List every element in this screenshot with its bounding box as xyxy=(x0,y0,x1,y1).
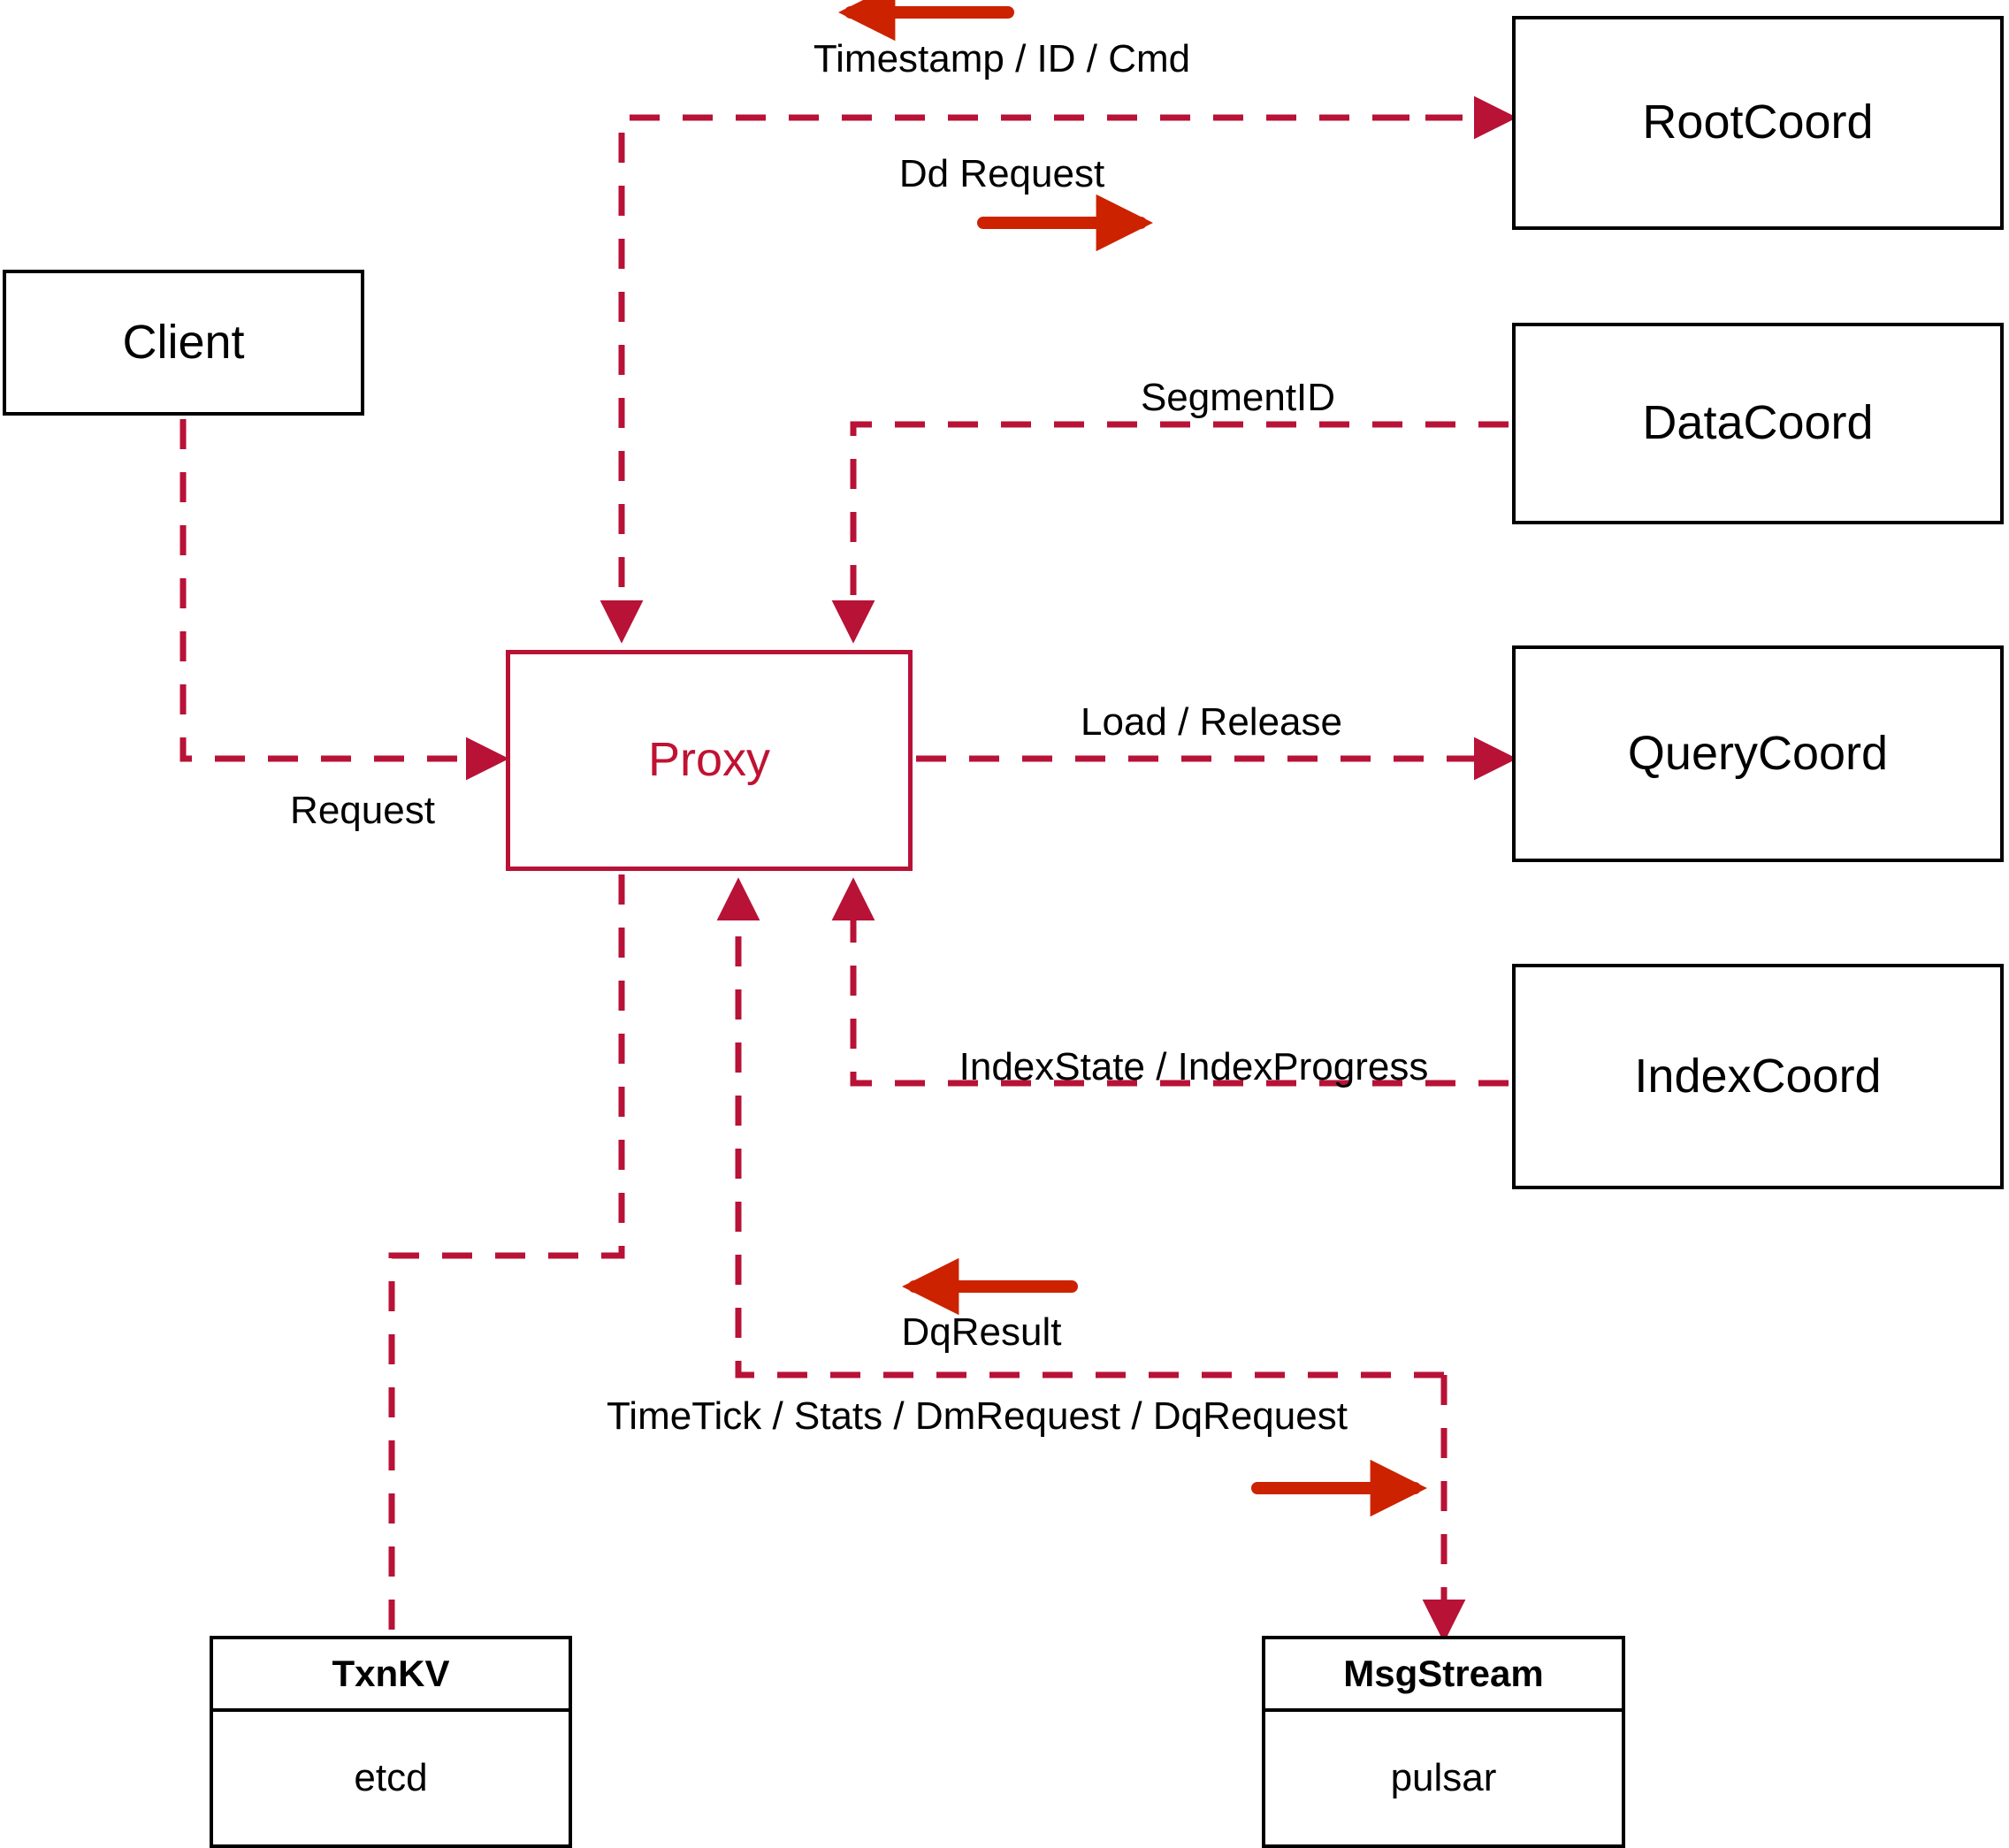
dashed-connection-group xyxy=(180,95,1517,1643)
edge-msgstream-to-proxy xyxy=(716,877,1444,1378)
node-proxy[interactable]: Proxy xyxy=(506,650,913,871)
edge-label-request: Request xyxy=(290,789,435,832)
direction-arrow-group xyxy=(837,0,1428,1517)
node-datacoord-label: DataCoord xyxy=(1642,396,1874,450)
node-txnkv-title: TxnKV xyxy=(213,1639,569,1712)
node-txnkv-body: etcd xyxy=(354,1756,428,1799)
node-client[interactable]: Client xyxy=(3,270,364,416)
edge-label-timetick-stats: TimeTick / Stats / DmRequest / DqRequest xyxy=(607,1394,1348,1438)
edge-label-dd-request: Dd Request xyxy=(898,152,1105,195)
node-txnkv[interactable]: TxnKV etcd xyxy=(210,1636,572,1848)
node-msgstream-title: MsgStream xyxy=(1265,1639,1622,1712)
node-indexcoord[interactable]: IndexCoord xyxy=(1512,964,2004,1189)
edge-rootcoord-to-proxy xyxy=(600,114,1509,644)
edge-label-dq-result: DqResult xyxy=(901,1310,1062,1354)
node-querycoord[interactable]: QueryCoord xyxy=(1512,645,2004,862)
node-msgstream-body: pulsar xyxy=(1390,1756,1497,1799)
node-proxy-label: Proxy xyxy=(647,733,771,787)
edge-label-segmentid: SegmentID xyxy=(1140,376,1336,419)
node-msgstream[interactable]: MsgStream pulsar xyxy=(1262,1636,1625,1848)
node-rootcoord-label: RootCoord xyxy=(1642,95,1874,149)
edge-label-load-release: Load / Release xyxy=(1081,700,1342,744)
node-client-label: Client xyxy=(122,315,245,369)
edge-label-timestamp-id-cmd: Timestamp / ID / Cmd xyxy=(813,37,1191,80)
node-rootcoord[interactable]: RootCoord xyxy=(1512,16,2004,230)
edge-datacoord-to-proxy xyxy=(831,421,1509,644)
node-indexcoord-label: IndexCoord xyxy=(1634,1049,1882,1103)
node-querycoord-label: QueryCoord xyxy=(1627,726,1889,780)
edge-client-to-proxy xyxy=(180,419,509,781)
edge-label-index-state: IndexState / IndexProgress xyxy=(959,1045,1429,1088)
edge-proxy-to-txnkv xyxy=(388,874,625,1634)
node-datacoord[interactable]: DataCoord xyxy=(1512,323,2004,524)
edge-indexcoord-to-proxy xyxy=(831,877,1509,1087)
